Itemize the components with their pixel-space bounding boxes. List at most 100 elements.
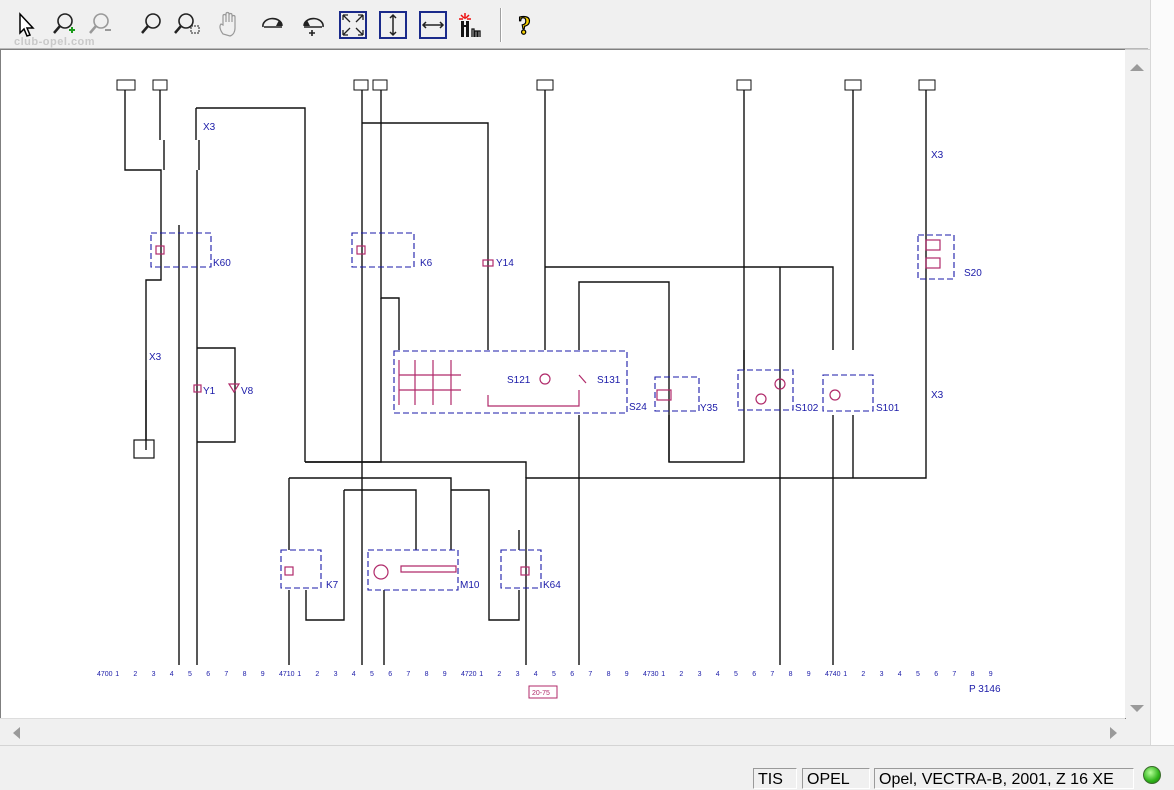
fit-height-button[interactable] bbox=[378, 9, 408, 41]
zoom-window-button[interactable] bbox=[172, 9, 202, 41]
terminal-number: 6 bbox=[934, 671, 938, 678]
scroll-right-icon[interactable] bbox=[1108, 725, 1120, 746]
terminal-number: 9 bbox=[625, 671, 629, 678]
terminal-number: 9 bbox=[261, 671, 265, 678]
fit-width-button[interactable] bbox=[418, 9, 448, 41]
label-k6: K6 bbox=[420, 258, 433, 269]
label-k64: K64 bbox=[543, 580, 561, 591]
pan-hand-icon bbox=[214, 10, 244, 40]
toolbar-separator bbox=[500, 8, 502, 42]
component-labels: K60 K6 Y14 S121 S131 S24 Y35 S102 S101 S… bbox=[149, 122, 982, 591]
terminal-number: 7 bbox=[952, 671, 956, 678]
label-s102: S102 bbox=[795, 403, 819, 414]
terminal-number: 3 bbox=[334, 671, 338, 678]
sheet-ref-box[interactable] bbox=[528, 685, 558, 699]
terminal-number: 4730 bbox=[643, 671, 659, 678]
label-x3-b: X3 bbox=[149, 352, 162, 363]
terminal-number: 8 bbox=[425, 671, 429, 678]
diagram-viewport[interactable]: K60 K6 Y14 S121 S131 S24 Y35 S102 S101 S… bbox=[0, 49, 1126, 719]
terminal-number: 2 bbox=[497, 671, 501, 678]
help-icon: ? bbox=[512, 10, 538, 40]
zoom-window-icon bbox=[172, 11, 202, 39]
terminal-number: 6 bbox=[752, 671, 756, 678]
zoom-in-button[interactable] bbox=[50, 9, 80, 41]
terminal-number: 9 bbox=[989, 671, 993, 678]
terminal-number: 1 bbox=[297, 671, 301, 678]
label-s131: S131 bbox=[597, 375, 621, 386]
terminal-number: 2 bbox=[133, 671, 137, 678]
scroll-left-icon[interactable] bbox=[10, 725, 22, 746]
label-s24: S24 bbox=[629, 402, 647, 413]
terminal-number: 8 bbox=[789, 671, 793, 678]
help-button[interactable]: ? bbox=[510, 9, 540, 41]
label-x3-a: X3 bbox=[203, 122, 216, 133]
label-y35: Y35 bbox=[700, 403, 718, 414]
terminal-number: 5 bbox=[552, 671, 556, 678]
terminal-number: 1 bbox=[843, 671, 847, 678]
label-s101: S101 bbox=[876, 403, 900, 414]
terminal-number: 4740 bbox=[825, 671, 841, 678]
terminal-number: 4 bbox=[898, 671, 902, 678]
rotate-left-button[interactable] bbox=[298, 9, 328, 41]
terminal-number: 3 bbox=[880, 671, 884, 678]
sheet-ref[interactable]: 20-75 bbox=[532, 690, 550, 697]
terminal-number: 7 bbox=[770, 671, 774, 678]
label-s20: S20 bbox=[964, 268, 982, 279]
terminal-number: 8 bbox=[607, 671, 611, 678]
terminal-number: 6 bbox=[206, 671, 210, 678]
terminal-number: 4 bbox=[716, 671, 720, 678]
label-x3-d: X3 bbox=[931, 390, 944, 401]
label-y14: Y14 bbox=[496, 258, 514, 269]
terminal-number: 3 bbox=[516, 671, 520, 678]
fit-width-icon bbox=[418, 10, 448, 40]
pointer-button[interactable] bbox=[12, 9, 42, 41]
vertical-scrollbar[interactable] bbox=[1125, 49, 1150, 718]
watermark: club-opel.com bbox=[14, 36, 96, 48]
rotate-right-icon bbox=[258, 11, 288, 39]
terminal-number: 6 bbox=[388, 671, 392, 678]
rotate-right-button[interactable] bbox=[258, 9, 288, 41]
highlight-button[interactable] bbox=[456, 9, 486, 41]
horizontal-scrollbar[interactable] bbox=[0, 718, 1125, 745]
terminal-number: 4710 bbox=[279, 671, 295, 678]
label-k60: K60 bbox=[213, 258, 231, 269]
terminal-number: 7 bbox=[224, 671, 228, 678]
terminal-number: 4 bbox=[534, 671, 538, 678]
terminal-number: 4 bbox=[352, 671, 356, 678]
relay-boxes bbox=[150, 232, 955, 591]
fit-all-icon bbox=[338, 10, 368, 40]
terminal-number: 9 bbox=[807, 671, 811, 678]
scroll-up-icon[interactable] bbox=[1128, 60, 1146, 78]
svg-text:?: ? bbox=[518, 11, 531, 40]
label-y1: Y1 bbox=[203, 386, 216, 397]
pan-button[interactable] bbox=[214, 9, 244, 41]
terminal-number: 1 bbox=[661, 671, 665, 678]
terminal-number: 2 bbox=[861, 671, 865, 678]
terminal-number: 5 bbox=[734, 671, 738, 678]
zoom-button[interactable] bbox=[136, 9, 166, 41]
scroll-down-icon[interactable] bbox=[1128, 702, 1146, 720]
status-bar: TIS OPEL Opel, VECTRA-B, 2001, Z 16 XE bbox=[0, 745, 1174, 790]
side-panel-edge bbox=[1150, 0, 1174, 745]
page-label: P 3146 bbox=[969, 684, 1001, 695]
rotate-left-icon bbox=[298, 11, 328, 39]
status-brand: OPEL bbox=[802, 768, 870, 789]
label-x3-c: X3 bbox=[931, 150, 944, 161]
fit-all-button[interactable] bbox=[338, 9, 368, 41]
zoom-out-button[interactable] bbox=[86, 9, 116, 41]
terminal-number: 7 bbox=[406, 671, 410, 678]
label-s121: S121 bbox=[507, 375, 531, 386]
terminal-number: 3 bbox=[698, 671, 702, 678]
zoom-magnifier-icon bbox=[138, 11, 164, 39]
pointer-icon bbox=[14, 11, 40, 39]
connection-status-icon bbox=[1143, 766, 1161, 784]
status-vehicle: Opel, VECTRA-B, 2001, Z 16 XE bbox=[874, 768, 1134, 789]
terminal-number: 1 bbox=[115, 671, 119, 678]
terminal-number: 8 bbox=[243, 671, 247, 678]
label-m10: M10 bbox=[460, 580, 480, 591]
terminal-number: 8 bbox=[971, 671, 975, 678]
label-v8: V8 bbox=[241, 386, 254, 397]
terminal-number: 6 bbox=[570, 671, 574, 678]
terminal-number: 2 bbox=[315, 671, 319, 678]
